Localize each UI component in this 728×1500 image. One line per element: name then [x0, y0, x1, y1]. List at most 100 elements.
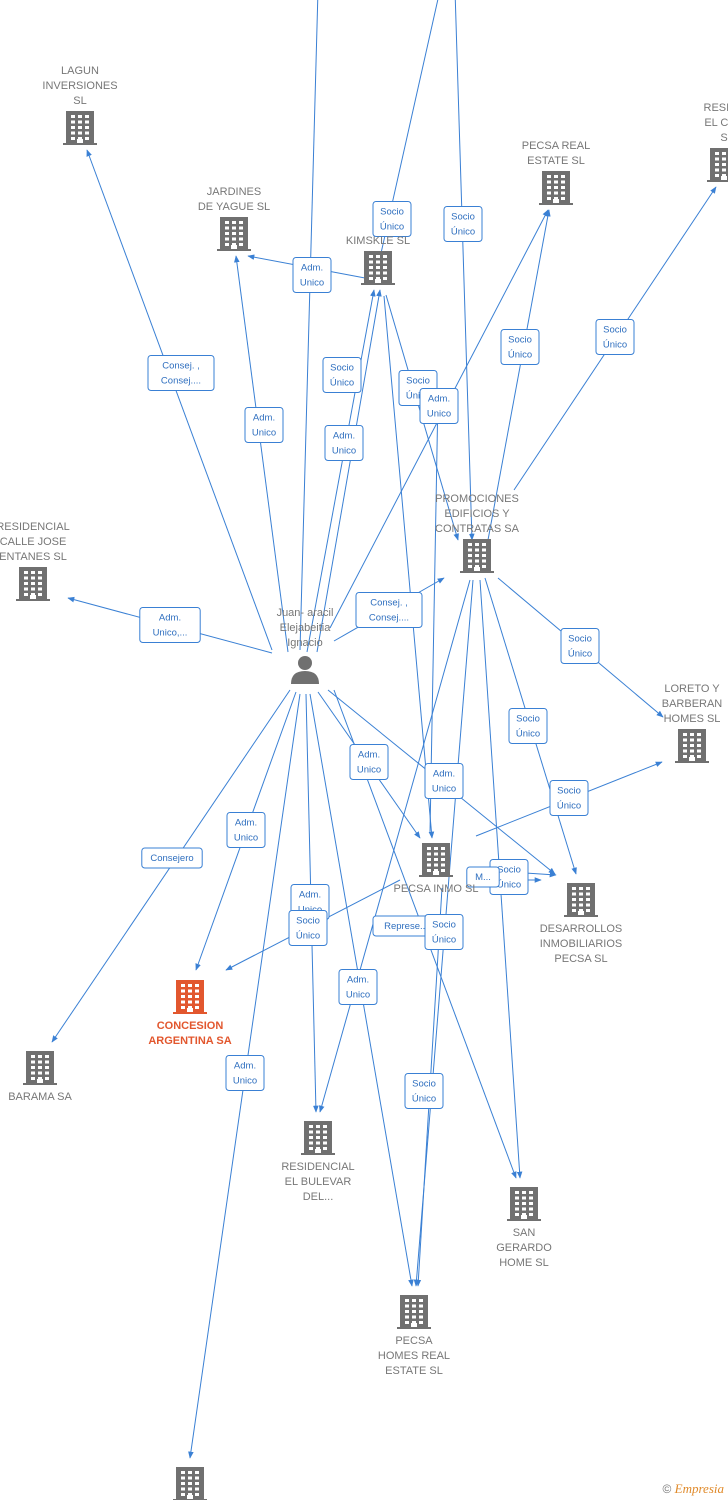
node-label: PECSA INMO SL — [394, 883, 479, 895]
edge-label-box — [466, 866, 500, 888]
edge-label-person-to-bottom[interactable]: Adm.Unico — [225, 1055, 265, 1091]
edge-label-person-to-promociones[interactable]: Consej. ,Consej.... — [355, 592, 423, 628]
node-barama[interactable]: BARAMA SA — [8, 1051, 72, 1103]
empresia-logo[interactable]: Empresia — [674, 1481, 724, 1496]
node-label: EDIFICIOS Y — [444, 508, 510, 520]
node-label: RESIDENCIAL — [0, 521, 70, 533]
edge-label-person-to-san_gerardo[interactable]: Represe... — [372, 915, 440, 937]
edge-label-text: Socio — [380, 207, 404, 218]
node-label: GERARDO — [496, 1242, 552, 1254]
edge-label-box — [443, 206, 483, 242]
edge-kimskle-to-pecsa_inmo — [383, 295, 435, 839]
edge-label-text: Adm. — [333, 431, 355, 442]
edge-label-text: Único — [451, 227, 475, 238]
node-label: ENTANES SL — [0, 551, 67, 563]
edge-label-text: Socio — [557, 786, 581, 797]
edge-label-text: Consejero — [150, 853, 193, 864]
building-icon — [23, 1051, 57, 1085]
edge-label-pecsa_inmo-to-desarrollos[interactable]: M... — [466, 866, 500, 888]
node-pecsa_inmo[interactable]: PECSA INMO SL — [394, 843, 479, 895]
edge-label-text: Unico — [432, 784, 456, 795]
edge-label-box — [355, 592, 423, 628]
node-label: PECSA — [395, 1335, 433, 1347]
edge-label-person-to-pecsa_inmo[interactable]: Adm.Unico — [349, 744, 389, 780]
node-label: INMOBILIARIOS — [540, 938, 623, 950]
edge-label-text: Único — [432, 935, 456, 946]
edge-label-person-to-concesion[interactable]: Adm.Unico — [226, 812, 266, 848]
edge-label-person-to-desarrollos[interactable]: Adm.Unico — [424, 763, 464, 799]
edge-label-person-to-lagun[interactable]: Consej. ,Consej.... — [147, 355, 215, 391]
node-label: PECSA SL — [554, 953, 607, 965]
edge-label-text: Unico — [332, 446, 356, 457]
node-label: HOME SL — [499, 1257, 549, 1269]
node-resid_can[interactable]: RESIDEEL CANS — [704, 102, 728, 182]
edge-label-text: Único — [557, 801, 581, 812]
node-label: PROMOCIONES — [435, 493, 519, 505]
edge-label-person-to-barama[interactable]: Consejero — [141, 847, 203, 869]
edge-label-person-to-resid_jose[interactable]: Adm.Unico,... — [139, 607, 201, 643]
node-label: DE YAGUE SL — [198, 201, 270, 213]
node-san_gerardo[interactable]: SAN GERARDO HOME SL — [496, 1187, 552, 1269]
node-label: SAN — [513, 1227, 536, 1239]
edge-label-box — [322, 357, 362, 393]
edge-label-text: Adm. — [253, 413, 275, 424]
edge-label-box — [560, 628, 600, 664]
building-icon — [16, 567, 50, 601]
edge-label-text: Socio — [330, 363, 354, 374]
building-icon — [539, 171, 573, 205]
node-kimskle[interactable]: KIMSKLE SL — [346, 235, 410, 285]
edge-label-person-to-pecsa_homes[interactable]: Adm.Unico — [338, 969, 378, 1005]
edge-label-text: Socio — [406, 376, 430, 387]
edge-label-person-to-kimskle[interactable]: Adm. Unico — [324, 425, 364, 461]
node-label: BARBERAN — [662, 698, 723, 710]
edge-label-text: Socio — [412, 1079, 436, 1090]
node-label: Juan- aracil — [277, 607, 334, 619]
node-bottom[interactable] — [173, 1467, 207, 1500]
edge-label-person-to-kimskle[interactable]: Adm.Unico — [292, 257, 332, 293]
edge-label-box — [595, 319, 635, 355]
node-desarrollos[interactable]: DESARROLLOS INMOBILIARIOS PECSA SL — [540, 883, 623, 965]
edge-label-text: Único — [330, 378, 354, 389]
node-label: PECSA REAL — [522, 140, 590, 152]
edge-label-text: Único — [497, 880, 521, 891]
edge-label-text: Unico,... — [153, 628, 188, 639]
edge-label-box — [500, 329, 540, 365]
node-label: DESARROLLOS — [540, 923, 623, 935]
edge-person-to-kimskle — [306, 289, 376, 653]
edge-label-text: Adm. — [235, 818, 257, 829]
edge-label-box — [292, 257, 332, 293]
node-label: EL BULEVAR — [285, 1176, 352, 1188]
edge-label-text: Socio — [516, 714, 540, 725]
edge-label-pecsa_inmo-to-kimskle[interactable]: Adm.Unico — [419, 388, 459, 424]
edge-label-person-to-jardines[interactable]: Adm.Unico — [244, 407, 284, 443]
edge-label-text: Socio — [508, 335, 532, 346]
edge-label-box — [324, 425, 364, 461]
edge-label-box — [424, 763, 464, 799]
building-icon — [173, 980, 207, 1014]
building-icon — [63, 111, 97, 145]
edge-label-text: Unico — [300, 278, 324, 289]
